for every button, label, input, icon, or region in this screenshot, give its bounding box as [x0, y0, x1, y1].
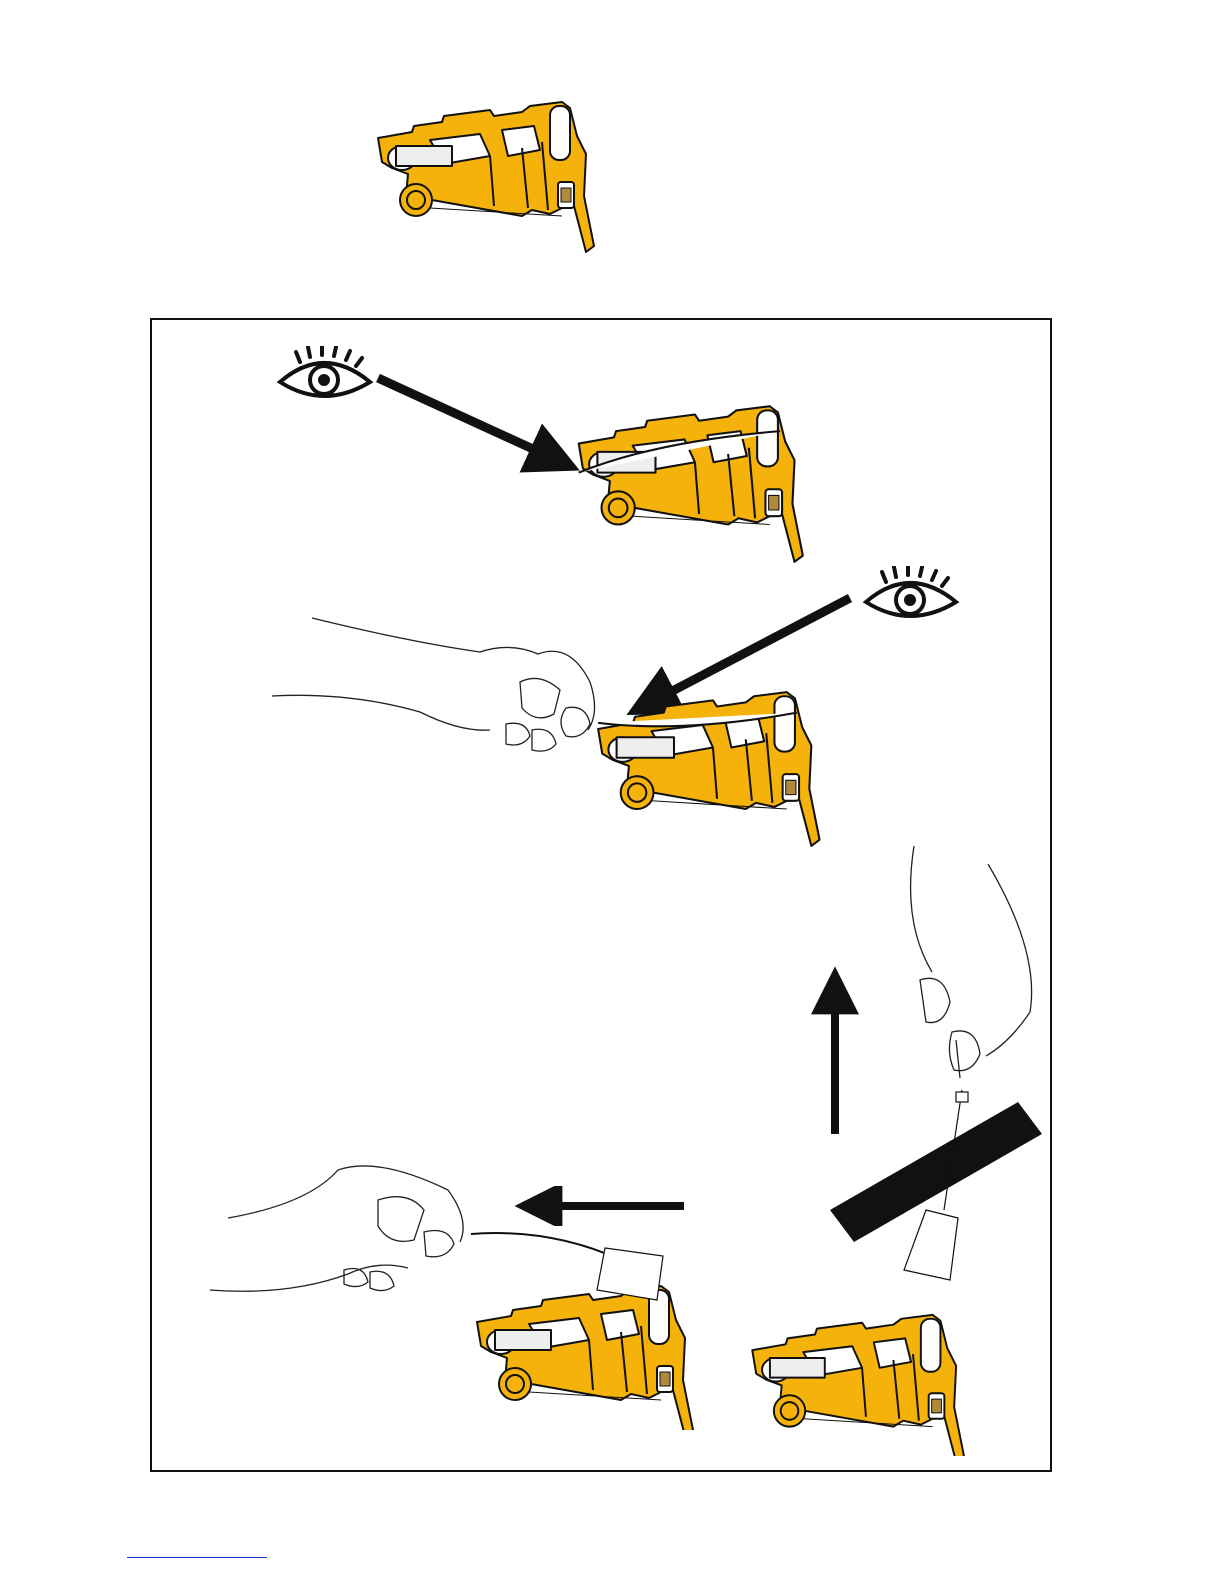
- step-pull-hand: [270, 612, 630, 762]
- release-tab: [597, 1248, 663, 1300]
- step-inspect-cartridge: [572, 400, 822, 566]
- step-inspect-eye: [276, 346, 376, 406]
- ribbon-cartridge-icon: [752, 1315, 964, 1456]
- step-pull-eye: [862, 566, 962, 626]
- ribbon-cartridge-icon: [579, 406, 803, 562]
- step-remove-cartridge: [746, 1260, 982, 1456]
- step-arrow-left: [510, 1186, 686, 1226]
- top-cartridge-figure: [372, 96, 612, 256]
- ribbon-cartridge-icon: [477, 1286, 693, 1430]
- footer-link-rule: [127, 1557, 267, 1558]
- ribbon-cartridge-icon: [378, 102, 594, 252]
- step-remove-hand: [890, 842, 1050, 1082]
- arrow-right-down-icon: [378, 378, 570, 466]
- step-peel-cartridge: [468, 1230, 714, 1430]
- hand-icon: [911, 846, 1032, 1078]
- step-inspect-arrow: [370, 370, 590, 480]
- eye-icon: [866, 566, 956, 616]
- eye-icon: [280, 346, 370, 396]
- step-peel-hand: [208, 1160, 478, 1302]
- step-pull-cartridge: [592, 686, 838, 850]
- hand-icon: [210, 1166, 463, 1291]
- hand-icon: [272, 618, 595, 751]
